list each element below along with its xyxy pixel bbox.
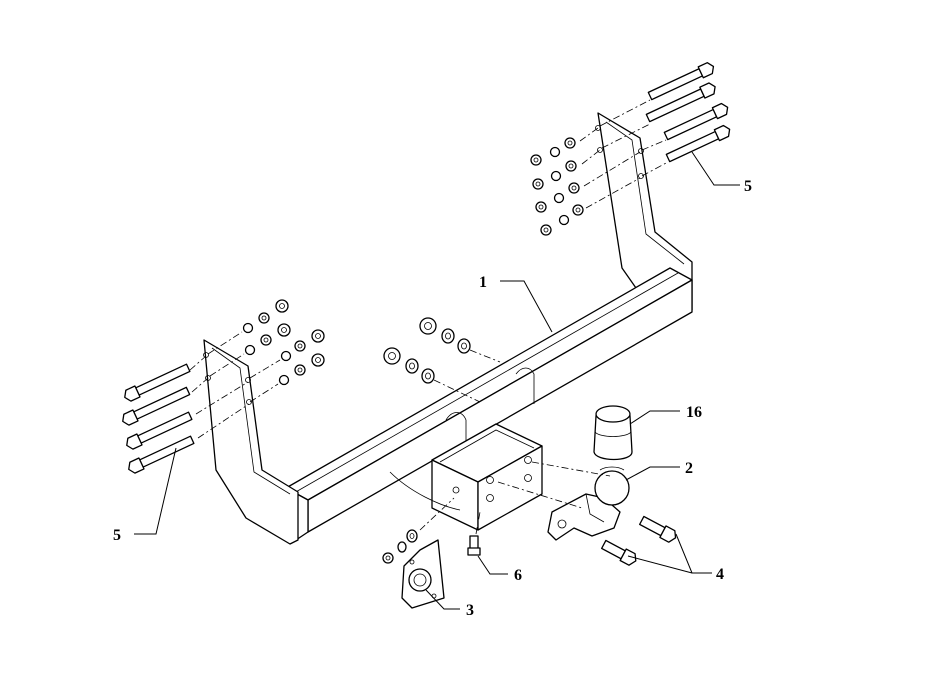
- right-long-bolts: [599, 62, 731, 177]
- callout-16: 16: [686, 404, 702, 421]
- socket-plate: [382, 497, 455, 609]
- tow-ball-assembly: [547, 466, 630, 541]
- callout-5-left: 5: [113, 527, 121, 544]
- left-long-bolts: [122, 355, 250, 474]
- callout-2: 2: [685, 460, 693, 477]
- ball-cover: [593, 405, 633, 461]
- small-bolt: [467, 511, 481, 556]
- left-side-bracket: [203, 339, 299, 545]
- leader-lines: [134, 151, 740, 610]
- receiver-box: [389, 423, 543, 531]
- centre-nuts-washers: [383, 317, 501, 403]
- left-nuts-washers: [207, 299, 325, 403]
- callout-5-right: 5: [744, 178, 752, 195]
- callout-1: 1: [479, 274, 487, 291]
- ball-mount-bolts: [497, 461, 677, 566]
- right-nuts-washers: [530, 127, 641, 236]
- callout-4: 4: [716, 566, 724, 583]
- callout-labels: 1 2 3 4 5 5 6 16: [113, 178, 752, 619]
- callout-3: 3: [466, 602, 474, 619]
- callout-6: 6: [514, 567, 522, 584]
